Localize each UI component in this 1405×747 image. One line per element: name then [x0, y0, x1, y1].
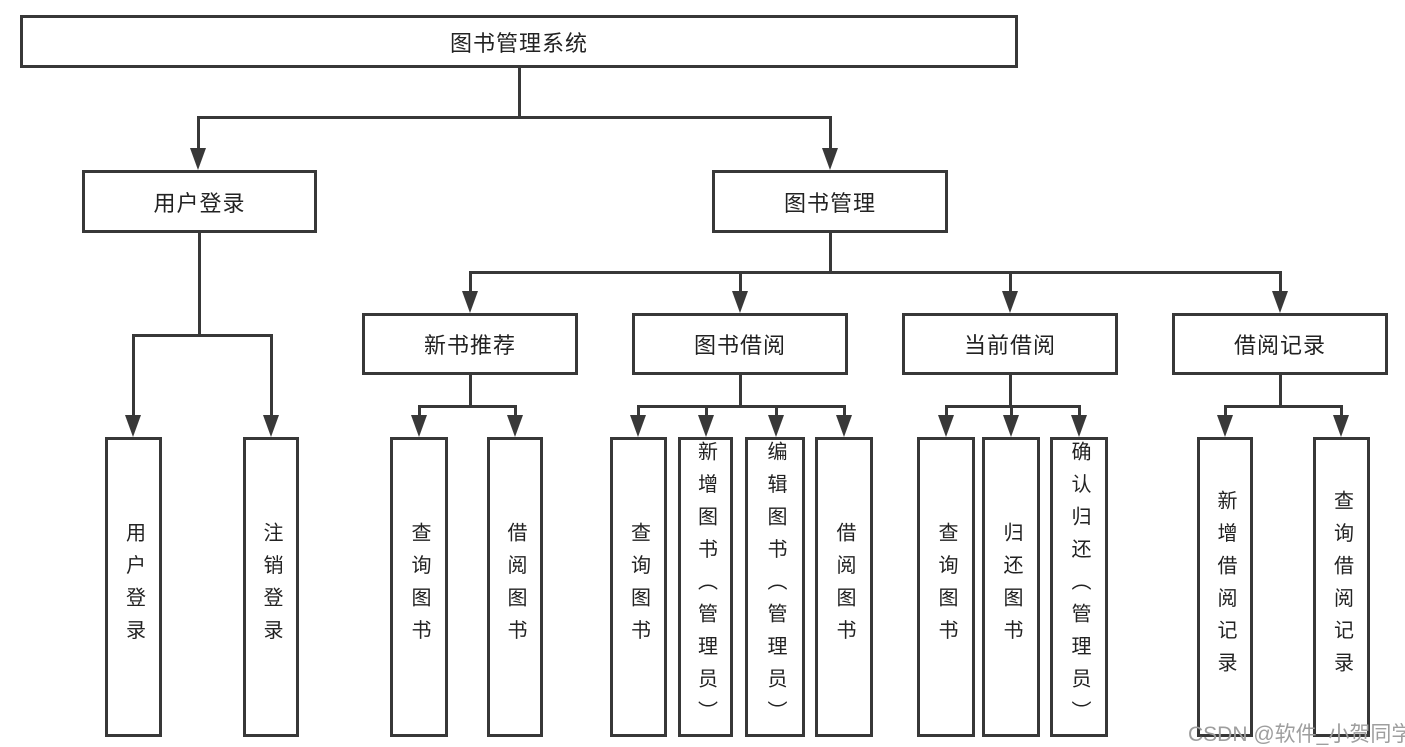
connector-line	[842, 406, 846, 415]
node-label: 借阅图书	[833, 522, 855, 652]
node-book-borrowing: 图书借阅	[632, 313, 848, 375]
connector-line	[1009, 406, 1013, 415]
arrow-down-icon	[1333, 415, 1349, 437]
node-label: 查询图书	[408, 522, 430, 652]
node-library-management-system: 图书管理系统	[20, 15, 1018, 68]
arrow-down-icon	[507, 415, 523, 437]
arrow-down-icon	[263, 415, 279, 437]
arrow-down-icon	[698, 415, 714, 437]
node-label: 图书管理系统	[449, 30, 588, 56]
node-borrowing-records: 借阅记录	[1172, 313, 1388, 375]
connector-line	[636, 406, 640, 415]
connector-line	[196, 115, 832, 119]
node-user-login: 用户登录	[82, 170, 317, 233]
arrow-down-icon	[1071, 415, 1087, 437]
connector-line	[1223, 404, 1343, 408]
node-book-management: 图书管理	[712, 170, 948, 233]
arrow-down-icon	[768, 415, 784, 437]
node-current-borrowing: 当前借阅	[902, 313, 1118, 375]
connector-line	[518, 68, 521, 118]
connector-line	[269, 335, 273, 415]
connector-line	[417, 406, 421, 415]
arrow-down-icon	[190, 148, 206, 170]
connector-line	[828, 117, 832, 150]
arrow-down-icon	[836, 415, 852, 437]
arrow-down-icon	[630, 415, 646, 437]
node-label: 用户登录	[122, 522, 145, 652]
connector-line	[636, 404, 846, 408]
node-label: 新书推荐	[423, 333, 516, 358]
connector-line	[197, 233, 201, 335]
node-label: 新增图书（管理员）	[694, 441, 717, 733]
leaf-add-borrow-record: 新增借阅记录	[1197, 437, 1253, 737]
leaf-logout: 注销登录	[243, 437, 299, 737]
arrow-down-icon	[411, 415, 427, 437]
connector-line	[1008, 272, 1012, 291]
leaf-edit-book-admin: 编辑图书（管理员）	[745, 437, 805, 737]
connector-line	[1077, 406, 1081, 415]
node-label: 新增借阅记录	[1214, 489, 1236, 685]
leaf-user-login: 用户登录	[105, 437, 162, 737]
connector-line	[417, 404, 517, 408]
csdn-watermark: CSDN @软件_小贺同学	[1188, 723, 1405, 746]
node-label: 当前借阅	[963, 333, 1056, 358]
connector-line	[774, 406, 778, 415]
connector-line	[944, 406, 948, 415]
connector-line	[196, 117, 200, 150]
connector-line	[468, 270, 1282, 274]
node-label: 确认归还（管理员）	[1068, 441, 1090, 733]
connector-line	[1339, 406, 1343, 415]
connector-line	[513, 406, 517, 415]
connector-line	[1223, 406, 1227, 415]
arrow-down-icon	[938, 415, 954, 437]
arrow-down-icon	[1217, 415, 1233, 437]
node-label: 查询借阅记录	[1330, 489, 1353, 685]
leaf-query-books-3: 查询图书	[917, 437, 975, 737]
connector-line	[468, 272, 472, 291]
connector-line	[468, 375, 472, 407]
arrow-down-icon	[1002, 291, 1018, 313]
node-label: 查询图书	[627, 522, 650, 652]
node-label: 归还图书	[1000, 522, 1022, 652]
arrow-down-icon	[1272, 291, 1288, 313]
node-label: 借阅记录	[1233, 333, 1326, 358]
arrow-down-icon	[822, 148, 838, 170]
connector-line	[738, 272, 742, 291]
connector-line	[1278, 375, 1282, 407]
connector-line	[1008, 375, 1012, 407]
connector-line	[1278, 272, 1282, 291]
node-label: 图书借阅	[693, 333, 786, 358]
leaf-borrow-books-2: 借阅图书	[815, 437, 873, 737]
connector-line	[131, 335, 135, 415]
connector-line	[828, 233, 832, 272]
connector-line	[131, 333, 273, 337]
node-label: 编辑图书（管理员）	[764, 441, 786, 733]
leaf-borrow-books-1: 借阅图书	[487, 437, 543, 737]
node-label: 借阅图书	[504, 522, 526, 652]
arrow-down-icon	[732, 291, 748, 313]
connector-line	[944, 404, 1081, 408]
node-label: 图书管理	[783, 190, 876, 216]
leaf-query-books-1: 查询图书	[390, 437, 448, 737]
node-label: 用户登录	[153, 190, 246, 216]
leaf-return-book: 归还图书	[982, 437, 1040, 737]
node-new-book-recommend: 新书推荐	[362, 313, 578, 375]
connector-line	[738, 375, 742, 407]
connector-line	[704, 406, 708, 415]
node-label: 查询图书	[935, 522, 957, 652]
arrow-down-icon	[1003, 415, 1019, 437]
arrow-down-icon	[125, 415, 141, 437]
leaf-query-books-2: 查询图书	[610, 437, 667, 737]
leaf-query-borrow-record: 查询借阅记录	[1313, 437, 1370, 737]
leaf-add-book-admin: 新增图书（管理员）	[678, 437, 733, 737]
leaf-confirm-return-admin: 确认归还（管理员）	[1050, 437, 1108, 737]
node-label: 注销登录	[260, 522, 282, 652]
arrow-down-icon	[462, 291, 478, 313]
